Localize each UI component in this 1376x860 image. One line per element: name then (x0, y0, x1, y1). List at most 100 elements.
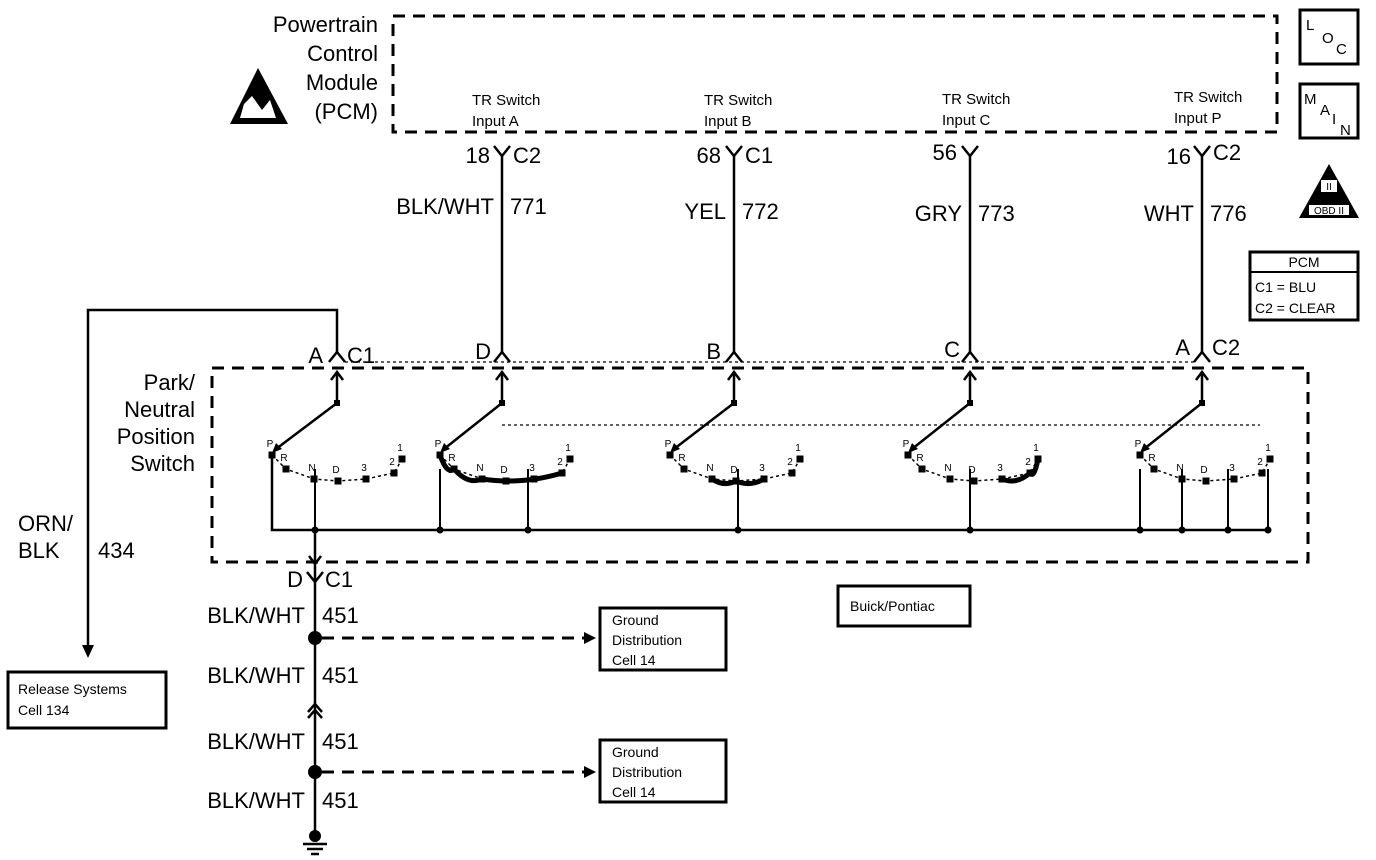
svg-text:772: 772 (742, 199, 779, 224)
section-d-position-label: P (435, 439, 442, 450)
pcm-input-c-label: TR Switch Input C (942, 91, 1010, 129)
wire-451-label-2: BLK/WHT 451 (207, 663, 359, 688)
section-left-position-label: N (308, 463, 315, 474)
svg-text:M: M (1304, 91, 1317, 108)
section-d-bus-node (436, 526, 444, 534)
svg-text:Input B: Input B (704, 113, 752, 130)
switch-ground-bus (270, 455, 1268, 532)
pcm-pin-68: 68 C1 (697, 143, 774, 168)
svg-text:451: 451 (322, 663, 359, 688)
svg-text:C1 = BLU: C1 = BLU (1255, 279, 1316, 295)
svg-text:WHT: WHT (1144, 201, 1194, 226)
section-left-position-label: 2 (389, 457, 395, 468)
section-a-position-label: 1 (1265, 443, 1271, 454)
section-b-bus-node (734, 526, 742, 534)
section-left-position-label: R (280, 453, 287, 464)
section-d-position-label: 3 (529, 463, 535, 474)
ground-ref-arrow-1 (584, 632, 596, 644)
switch-connector-c: C (944, 337, 979, 363)
svg-text:PCM: PCM (1288, 254, 1319, 270)
arrow-release (82, 645, 94, 658)
svg-text:B: B (706, 339, 721, 364)
svg-text:Ground: Ground (612, 612, 659, 628)
section-a-contact (1136, 451, 1144, 459)
svg-text:Input P: Input P (1174, 110, 1222, 127)
section-c-position-label: P (903, 439, 910, 450)
svg-text:C2: C2 (1212, 335, 1240, 360)
wire-451-label-4: BLK/WHT 451 (207, 788, 359, 813)
svg-text:OBD II: OBD II (1314, 206, 1344, 217)
section-c-contact (970, 477, 978, 485)
pcm-pin-16: 16 C2 (1167, 140, 1242, 169)
wire-434-label: ORN/ BLK 434 (18, 511, 135, 563)
pcm-connector-table: PCM C1 = BLU C2 = CLEAR (1248, 250, 1360, 322)
section-a-contact (1150, 465, 1158, 473)
section-b-wiper-arm (673, 402, 735, 450)
wire-772-label: YEL 772 (684, 199, 778, 224)
section-left-bus-node (311, 526, 319, 534)
svg-text:Buick/Pontiac: Buick/Pontiac (850, 598, 935, 614)
loc-icon: L O C (1298, 8, 1360, 66)
svg-text:(PCM): (PCM) (314, 99, 378, 124)
section-a-position-label: 3 (1229, 463, 1235, 474)
section-d-wiper-arrow (495, 369, 509, 381)
section-a-pivot (1199, 400, 1205, 406)
svg-text:C: C (944, 337, 960, 362)
svg-text:Input A: Input A (472, 113, 519, 130)
svg-text:II: II (1326, 182, 1332, 193)
svg-text:Control: Control (307, 41, 378, 66)
section-b-position-label: 2 (787, 457, 793, 468)
svg-text:BLK/WHT: BLK/WHT (396, 194, 494, 219)
svg-text:Input C: Input C (942, 112, 991, 129)
section-a-bus-node (1264, 526, 1272, 534)
section-c-wiper-tip (908, 443, 918, 453)
switch-boundary (210, 366, 1310, 564)
section-c-position-label: R (916, 453, 923, 464)
section-a-position-label: D (1200, 465, 1207, 476)
svg-text:ORN/: ORN/ (18, 511, 74, 536)
section-b-wiper-arrow (727, 369, 741, 381)
ground-symbol-icon (303, 830, 327, 856)
switch-connector-b: B (706, 339, 743, 364)
svg-text:434: 434 (98, 538, 135, 563)
model-label: Buick/Pontiac (836, 584, 972, 628)
svg-text:I: I (1332, 111, 1336, 128)
section-left-wiper-arm (275, 402, 338, 450)
section-left-contact (268, 451, 276, 459)
svg-text:L: L (1306, 17, 1314, 34)
section-c-wiper-arm (911, 402, 971, 450)
svg-text:O: O (1322, 30, 1334, 47)
section-c-position-label: 1 (1033, 443, 1039, 454)
svg-text:Neutral: Neutral (124, 397, 195, 422)
section-d-bus-node (524, 526, 532, 534)
section-b-position-label: N (706, 463, 713, 474)
svg-text:C1: C1 (325, 567, 353, 592)
esd-warning-icon (230, 68, 288, 124)
ground-distribution-ref-2: Ground Distribution Cell 14 (598, 738, 728, 804)
section-c-contact (946, 475, 954, 483)
section-b-pivot (731, 400, 737, 406)
section-a-wiper-arm (1143, 402, 1203, 450)
section-c-bus-node (966, 526, 974, 534)
section-d-wiper-arm (443, 402, 503, 450)
svg-text:BLK/WHT: BLK/WHT (207, 663, 305, 688)
switch-title: Park/ Neutral Position Switch (117, 370, 196, 476)
section-a-bus-node (1136, 526, 1144, 534)
switch-out-arrow (308, 555, 322, 567)
section-left-contact (282, 465, 290, 473)
svg-text:YEL: YEL (684, 199, 726, 224)
svg-text:C: C (1336, 41, 1347, 58)
svg-text:BLK/WHT: BLK/WHT (207, 788, 305, 813)
section-left-pivot (334, 400, 340, 406)
switch-connector-d: D (475, 339, 511, 364)
svg-text:16: 16 (1167, 144, 1191, 169)
section-b-position-label: D (730, 465, 737, 476)
wire-451-label-3: BLK/WHT 451 (207, 729, 359, 754)
section-a-wiper-tip (1140, 443, 1150, 453)
svg-text:A: A (308, 343, 323, 368)
svg-text:Cell 14: Cell 14 (612, 784, 656, 800)
section-d-position-label: 2 (557, 457, 563, 468)
section-d-position-label: D (500, 465, 507, 476)
svg-text:Powertrain: Powertrain (273, 12, 378, 37)
